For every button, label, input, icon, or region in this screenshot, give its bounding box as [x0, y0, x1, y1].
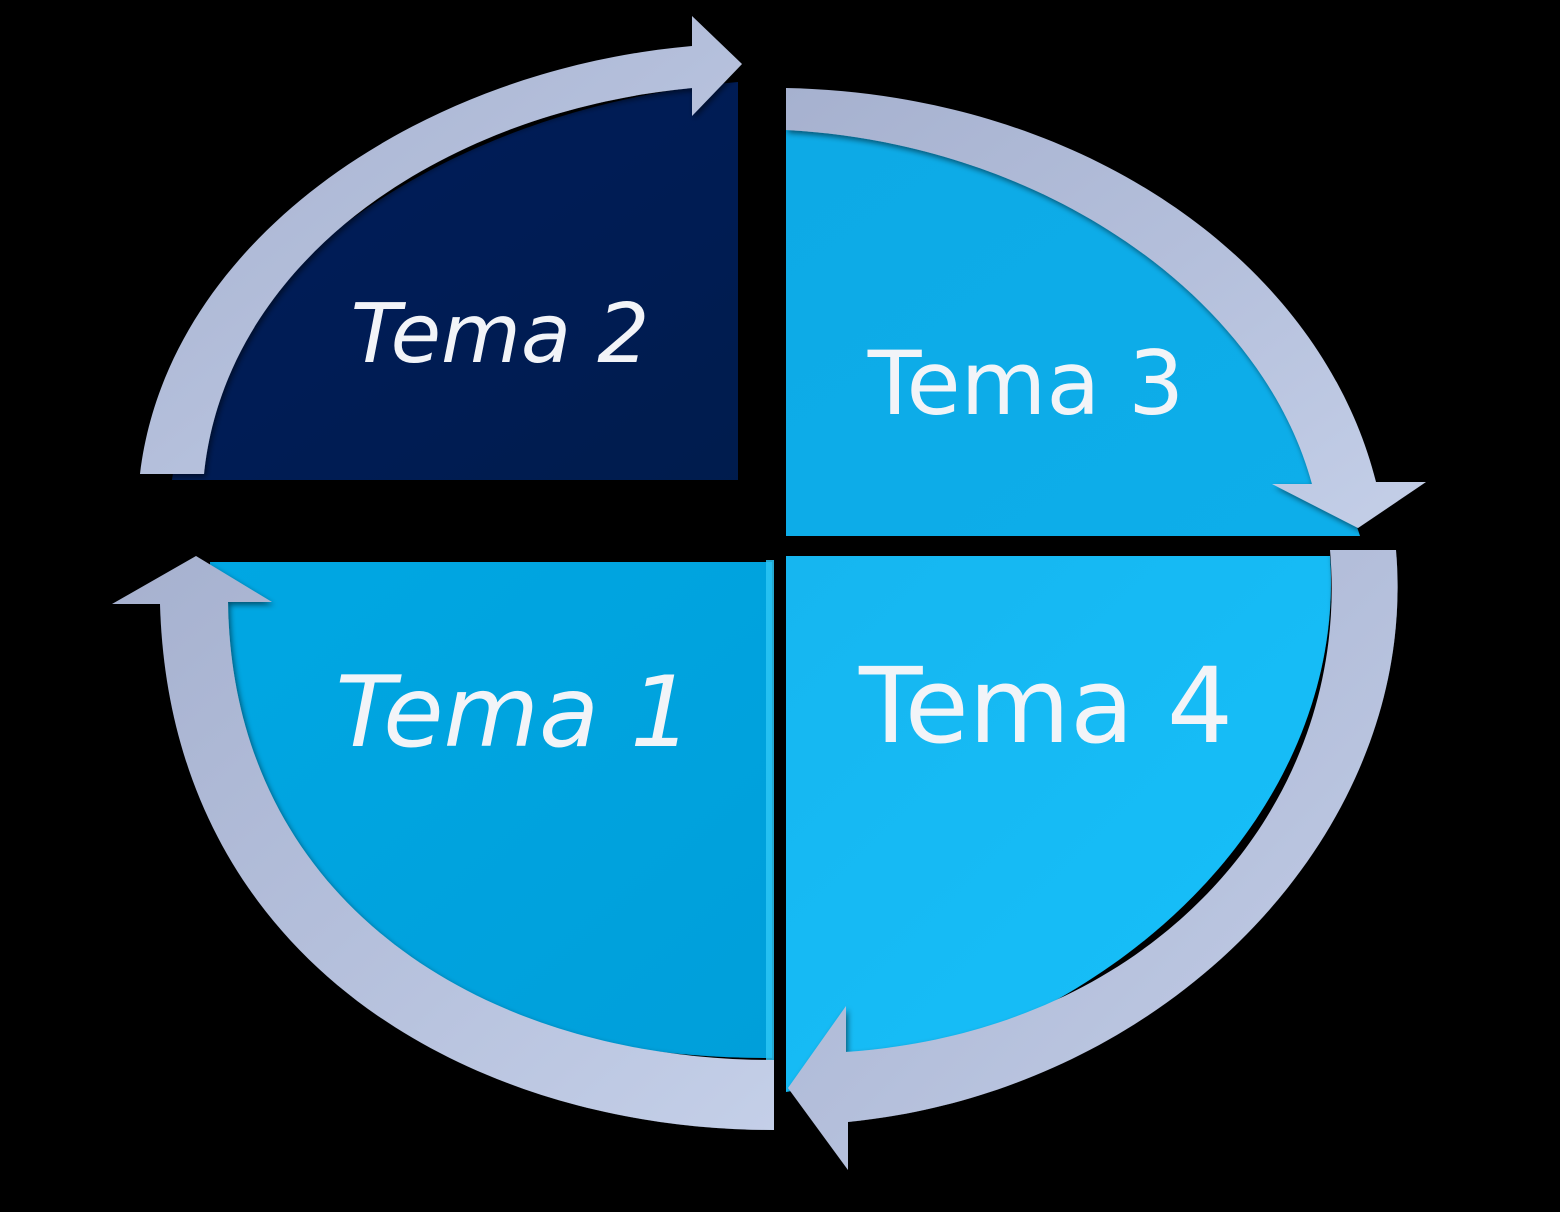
label-tema-2: Tema 2 — [351, 287, 650, 382]
label-tema-4: Tema 4 — [858, 645, 1233, 767]
quadrant-tema-2 — [172, 82, 738, 480]
label-tema-1: Tema 1 — [335, 656, 692, 770]
arrow-segment-top-left — [140, 16, 742, 474]
divider-line — [766, 560, 774, 1060]
quadrant-tema-1 — [210, 562, 772, 1059]
quadrant-tema-3 — [786, 128, 1360, 536]
arrow-segment-bottom-right — [788, 550, 1398, 1170]
arrow-segment-top-right — [786, 88, 1426, 528]
arrow-segment-bottom-left — [112, 556, 774, 1130]
label-tema-3: Tema 3 — [867, 332, 1185, 435]
quadrant-tema-4 — [786, 556, 1331, 1092]
